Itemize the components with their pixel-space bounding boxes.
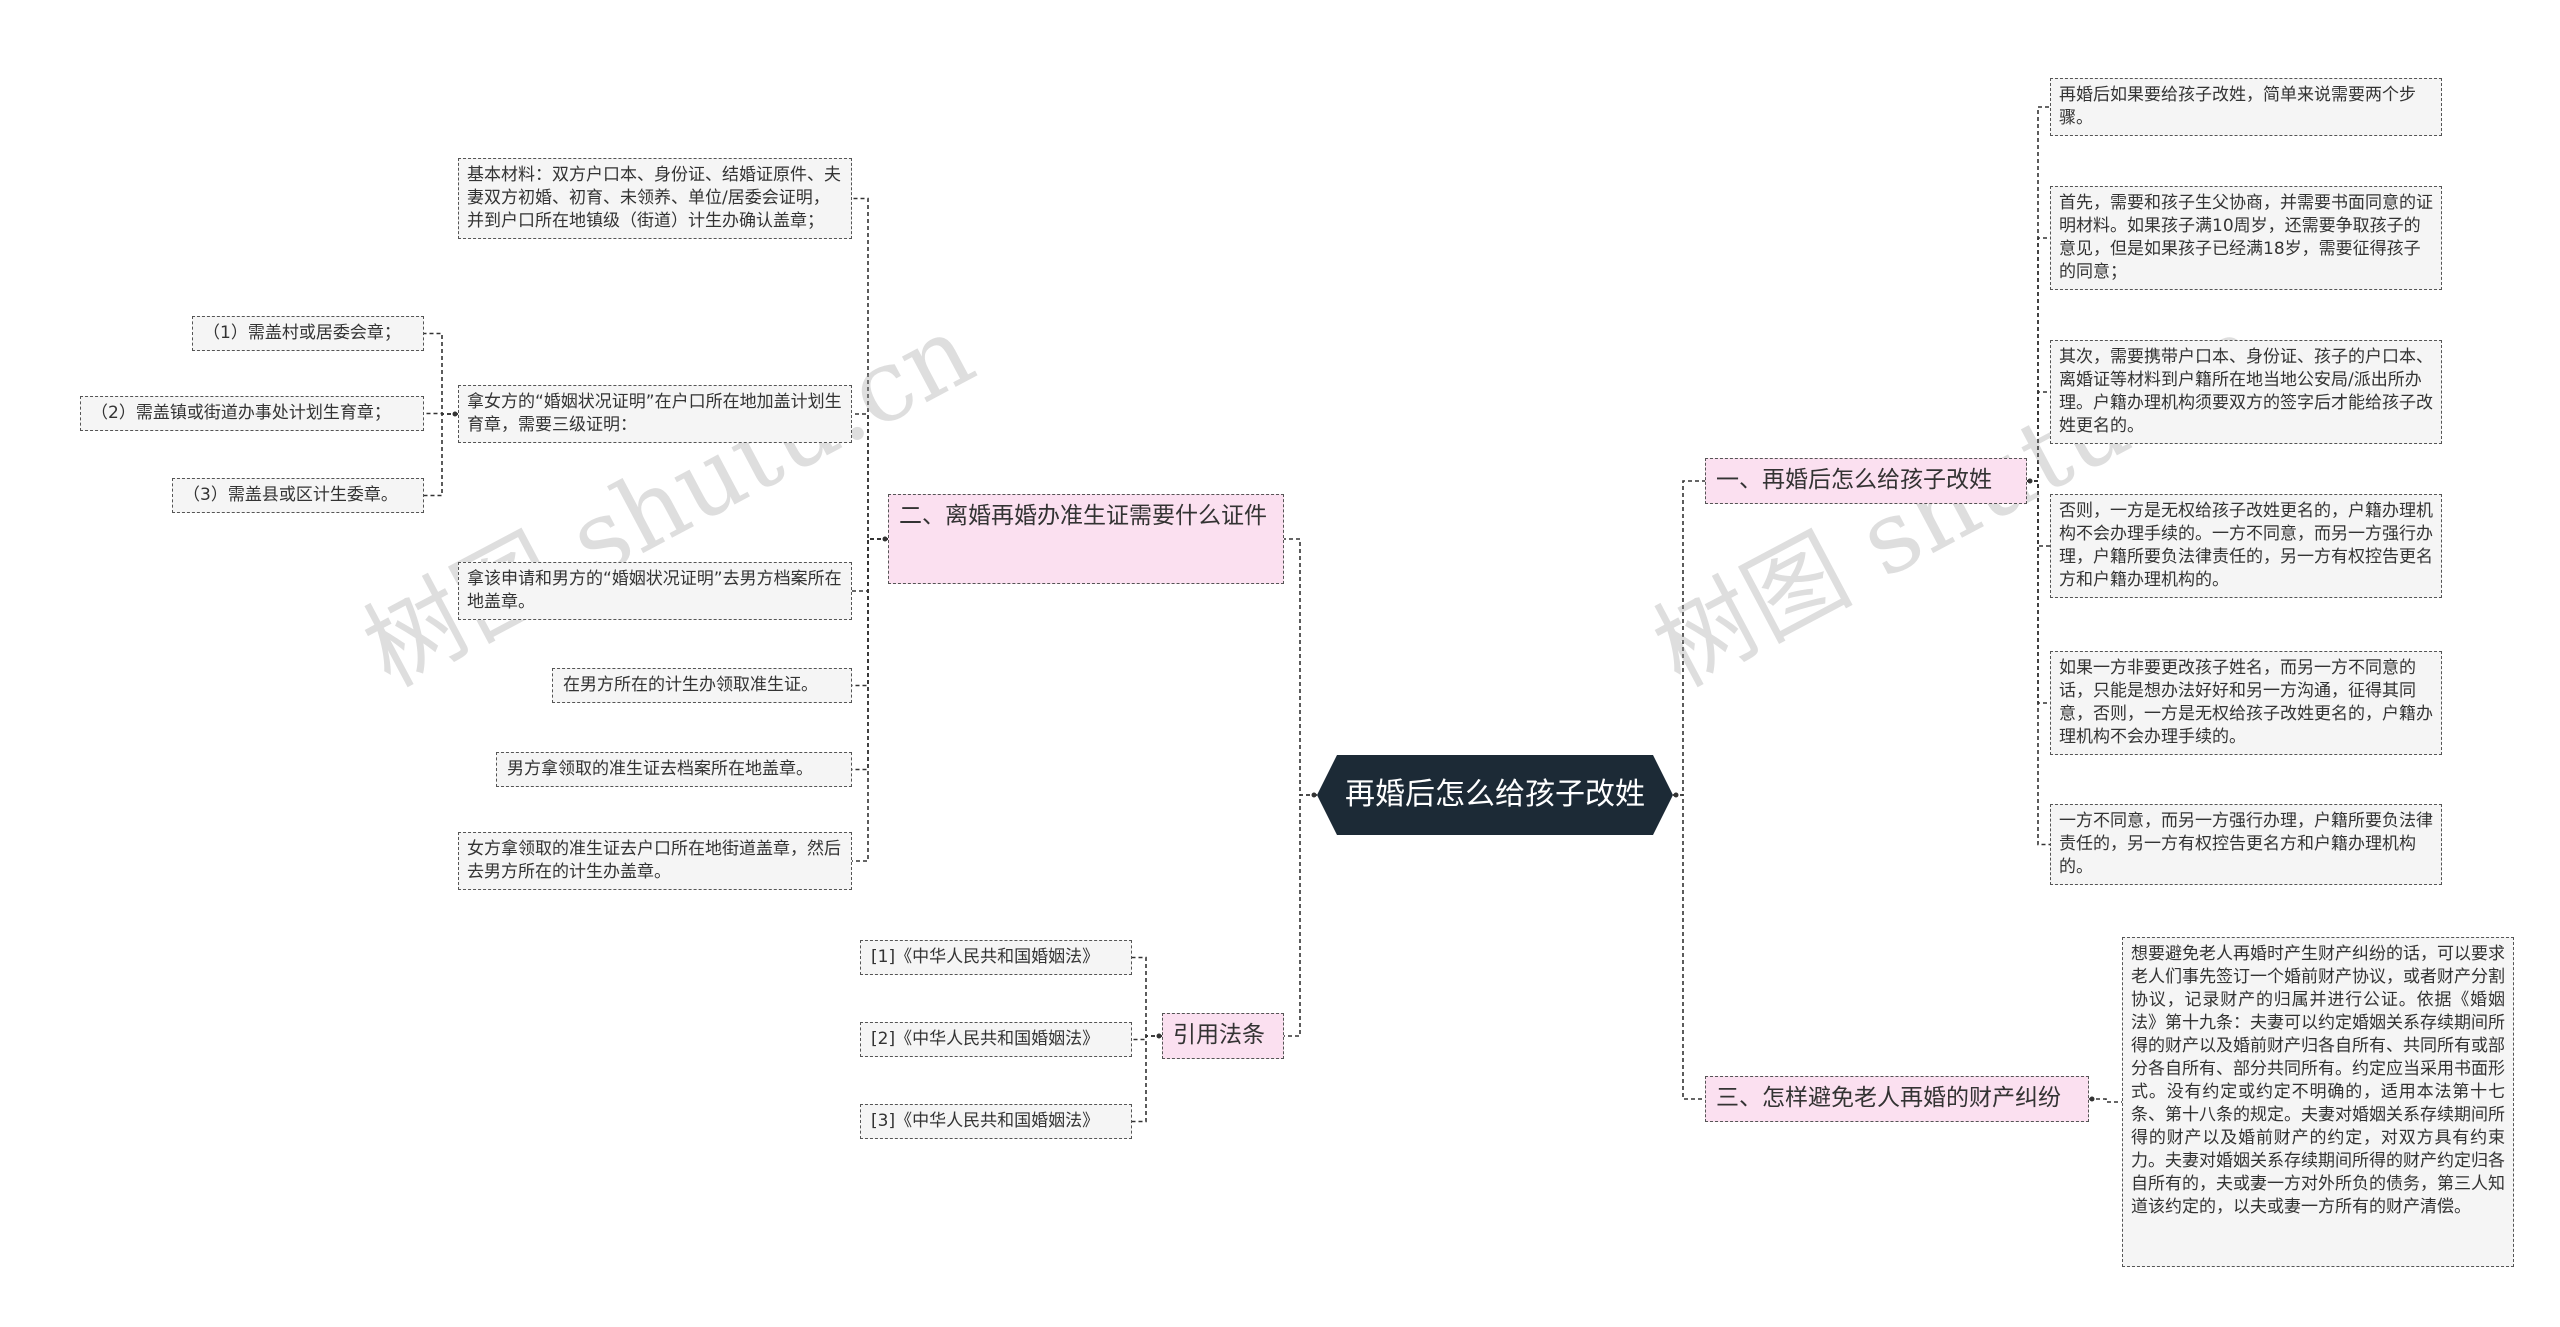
connector-dot	[1156, 1033, 1162, 1039]
citation-item[interactable]: [1]《中华人民共和国婚姻法》	[860, 940, 1132, 975]
connector-line	[1132, 956, 1162, 1037]
citation-item[interactable]: [3]《中华人民共和国婚姻法》	[860, 1104, 1132, 1139]
branch-1-item[interactable]: 如果一方非要更改孩子姓名，而另一方不同意的话，只能是想办法好好和另一方沟通，征得…	[2050, 651, 2442, 755]
branch-2-subitem[interactable]: （2）需盖镇或街道办事处计划生育章；	[80, 396, 424, 431]
connector-line	[2027, 480, 2050, 704]
connector-line	[1673, 794, 1705, 1100]
branch-2-topic[interactable]: 二、离婚再婚办准生证需要什么证件	[888, 494, 1284, 584]
connector-line	[424, 413, 458, 497]
central-topic[interactable]: 再婚后怎么给孩子改姓	[1317, 755, 1673, 835]
connector-line	[2027, 237, 2050, 482]
connector-line	[852, 413, 888, 540]
branch-2-subitem[interactable]: （1）需盖村或居委会章；	[192, 316, 424, 351]
connector-line	[1132, 1035, 1162, 1123]
connector-line	[852, 538, 888, 771]
branch-2-subitem[interactable]: （3）需盖县或区计生委章。	[172, 478, 424, 513]
connector-dot	[2089, 1096, 2095, 1102]
citation-item[interactable]: [2]《中华人民共和国婚姻法》	[860, 1022, 1132, 1057]
branch-2-item[interactable]: 女方拿领取的准生证去户口所在地街道盖章，然后去男方所在的计生办盖章。	[458, 832, 852, 890]
branch-2-item[interactable]: 基本材料：双方户口本、身份证、结婚证原件、夫妻双方初婚、初育、未领养、单位/居委…	[458, 158, 852, 239]
connector-line	[852, 538, 888, 592]
branch-2-item[interactable]: 男方拿领取的准生证去档案所在地盖章。	[496, 752, 852, 787]
connector-dot	[1311, 792, 1317, 798]
connector-line	[1284, 794, 1317, 1037]
branch-1-item[interactable]: 否则，一方是无权给孩子改姓更名的，户籍办理机构不会办理手续的。一方不同意，而另一…	[2050, 494, 2442, 598]
branch-3-topic[interactable]: 三、怎样避免老人再婚的财产纠纷	[1705, 1076, 2089, 1122]
connector-line	[1132, 1035, 1162, 1041]
connector-line	[1284, 538, 1317, 796]
connector-dot	[1673, 792, 1679, 798]
branch-2-item[interactable]: 拿该申请和男方的“婚姻状况证明”去男方档案所在地盖章。	[458, 562, 852, 620]
branch-1-item[interactable]: 首先，需要和孩子生父协商，并需要书面同意的证明材料。如果孩子满10周岁，还需要争…	[2050, 186, 2442, 290]
branch-2-item[interactable]: 拿女方的“婚姻状况证明”在户口所在地加盖计划生育章，需要三级证明：	[458, 385, 852, 443]
watermark-left: 树图 shutu.cn	[345, 291, 992, 710]
branch-1-item[interactable]: 其次，需要携带户口本、身份证、孩子的户口本、离婚证等材料到户籍所在地当地公安局/…	[2050, 340, 2442, 444]
branch-4-topic[interactable]: 引用法条	[1162, 1013, 1284, 1059]
branch-3-item[interactable]: 想要避免老人再婚时产生财产纠纷的话，可以要求老人们事先签订一个婚前财产协议，或者…	[2122, 937, 2514, 1267]
connector-dot	[882, 536, 888, 542]
connector-line	[424, 412, 458, 415]
branch-1-item[interactable]: 再婚后如果要给孩子改姓，简单来说需要两个步骤。	[2050, 78, 2442, 136]
connector-line	[2027, 391, 2050, 482]
connector-dot	[452, 411, 458, 417]
connector-line	[2089, 1098, 2122, 1103]
connector-line	[852, 538, 888, 687]
connector-line	[424, 332, 458, 415]
connector-dot	[2027, 478, 2033, 484]
branch-1-topic[interactable]: 一、再婚后怎么给孩子改姓	[1705, 458, 2027, 504]
connector-line	[2027, 480, 2050, 846]
connector-line	[2027, 106, 2050, 482]
connector-line	[1673, 480, 1705, 796]
branch-2-item[interactable]: 在男方所在的计生办领取准生证。	[552, 668, 852, 703]
connector-line	[2027, 480, 2050, 547]
connector-line	[852, 538, 888, 862]
branch-1-item[interactable]: 一方不同意，而另一方强行办理，户籍所要负法律责任的，另一方有权控告更名方和户籍办…	[2050, 804, 2442, 885]
connector-line	[852, 197, 888, 540]
